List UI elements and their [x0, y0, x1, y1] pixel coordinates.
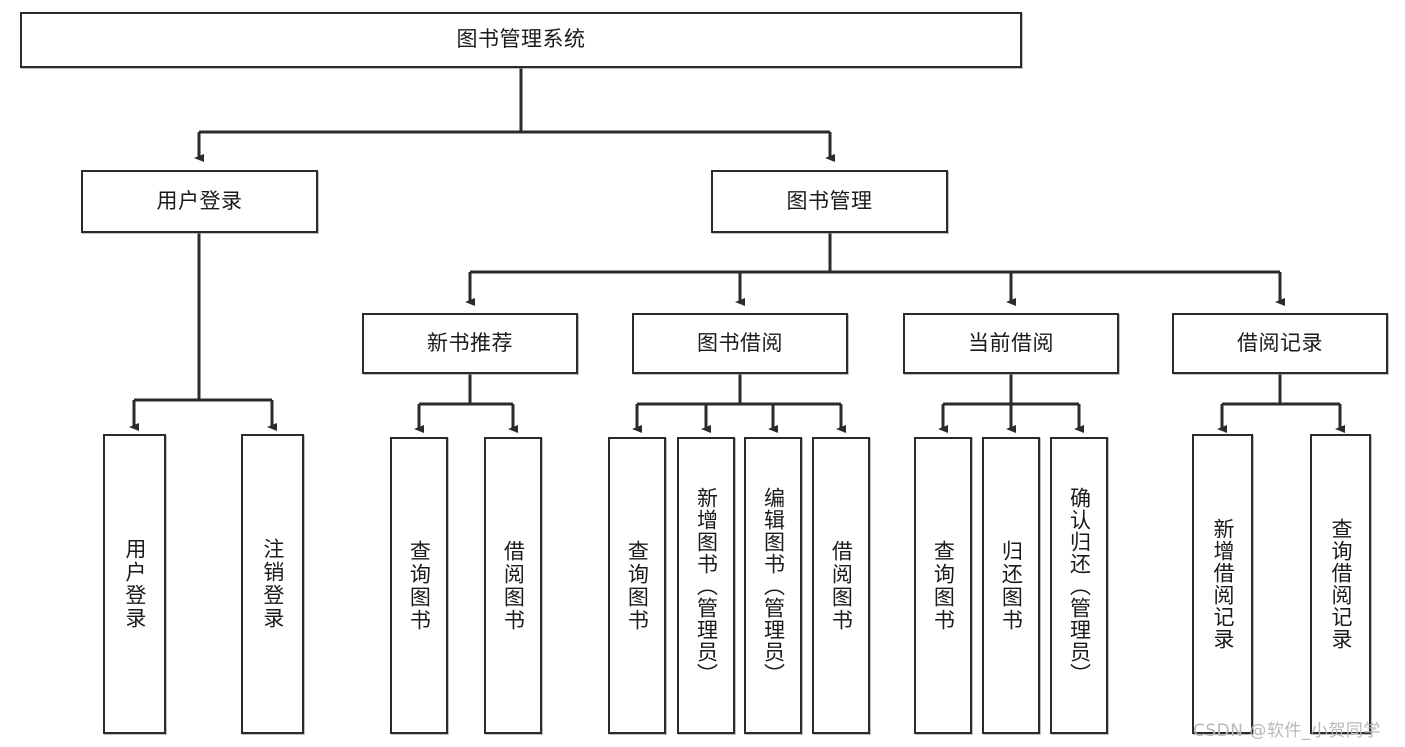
- leaf-borrow-book[interactable]: 借阅图书: [812, 437, 870, 734]
- node-borrow-records-label: 借阅记录: [1237, 330, 1323, 355]
- leaf-borrow-book-label: 借阅图书: [829, 539, 854, 632]
- leaf-edit-book-admin-label: 编辑图书（管理员）: [761, 486, 786, 685]
- leaf-edit-book-admin[interactable]: 编辑图书（管理员）: [744, 437, 802, 734]
- leaf-add-book-admin-label: 新增图书（管理员）: [694, 486, 719, 685]
- node-root[interactable]: 图书管理系统: [20, 12, 1022, 68]
- node-root-label: 图书管理系统: [456, 27, 586, 52]
- leaf-logout-label: 注销登录: [260, 538, 285, 630]
- leaf-query-borrow-record[interactable]: 查询借阅记录: [1310, 434, 1371, 734]
- leaf-user-login[interactable]: 用户登录: [103, 434, 166, 734]
- leaf-add-book-admin[interactable]: 新增图书（管理员）: [677, 437, 735, 734]
- node-borrow-records[interactable]: 借阅记录: [1172, 313, 1388, 374]
- leaf-borrow-query-book[interactable]: 查询图书: [608, 437, 666, 734]
- leaf-return-book-label: 归还图书: [999, 539, 1024, 632]
- leaf-current-query-book-label: 查询图书: [931, 539, 956, 632]
- leaf-add-borrow-record[interactable]: 新增借阅记录: [1192, 434, 1253, 734]
- leaf-user-login-label: 用户登录: [122, 538, 147, 630]
- leaf-borrow-query-book-label: 查询图书: [625, 539, 650, 632]
- leaf-new-book-query-label: 查询图书: [407, 539, 432, 632]
- node-user-login-label: 用户登录: [156, 188, 243, 213]
- node-book-borrow-label: 图书借阅: [697, 330, 783, 355]
- node-user-login[interactable]: 用户登录: [81, 170, 318, 233]
- leaf-confirm-return-admin-label: 确认归还（管理员）: [1067, 486, 1092, 685]
- node-book-management[interactable]: 图书管理: [711, 170, 948, 233]
- csdn-watermark: CSDN @软件_小贺同学: [1193, 721, 1381, 741]
- node-book-management-label: 图书管理: [786, 188, 873, 213]
- leaf-return-book[interactable]: 归还图书: [982, 437, 1040, 734]
- node-current-borrow-label: 当前借阅: [968, 330, 1054, 355]
- leaf-add-borrow-record-label: 新增借阅记录: [1211, 518, 1236, 650]
- node-new-book-recommend[interactable]: 新书推荐: [362, 313, 578, 374]
- leaf-new-book-borrow-label: 借阅图书: [501, 539, 526, 632]
- node-new-book-recommend-label: 新书推荐: [427, 330, 513, 355]
- node-book-borrow[interactable]: 图书借阅: [632, 313, 848, 374]
- node-current-borrow[interactable]: 当前借阅: [903, 313, 1119, 374]
- leaf-confirm-return-admin[interactable]: 确认归还（管理员）: [1050, 437, 1108, 734]
- leaf-new-book-query[interactable]: 查询图书: [390, 437, 448, 734]
- leaf-logout[interactable]: 注销登录: [241, 434, 304, 734]
- leaf-new-book-borrow[interactable]: 借阅图书: [484, 437, 542, 734]
- leaf-current-query-book[interactable]: 查询图书: [914, 437, 972, 734]
- leaf-query-borrow-record-label: 查询借阅记录: [1329, 518, 1354, 650]
